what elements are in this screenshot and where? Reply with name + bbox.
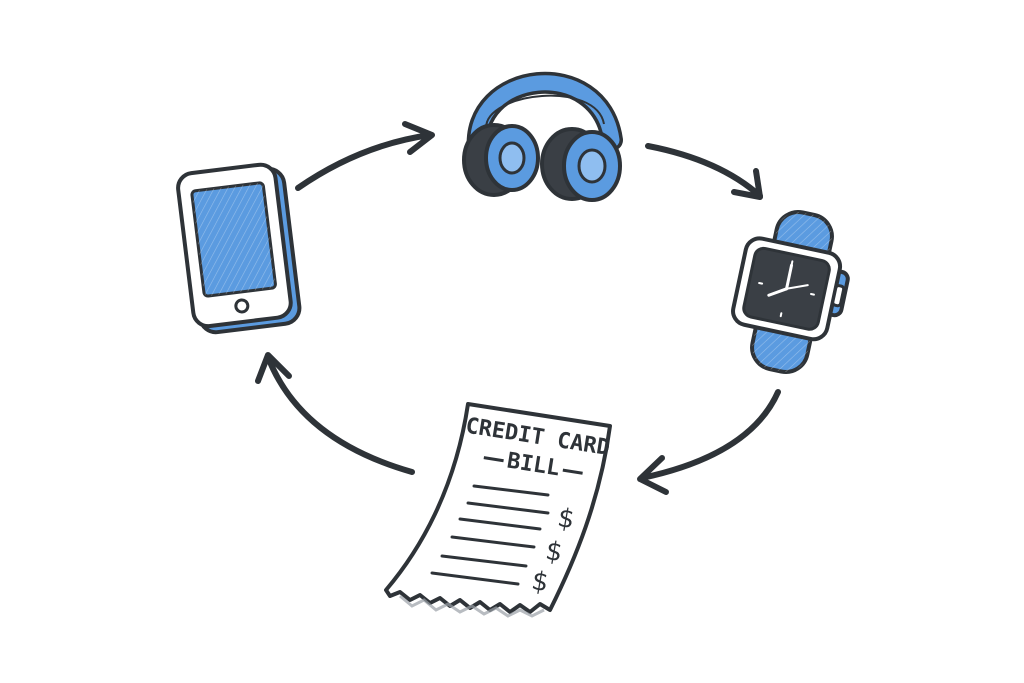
title-dash-right (562, 468, 583, 475)
arrow-bill-to-phone (255, 352, 415, 475)
bill-line-items (430, 484, 550, 586)
bill-amount-1: $ (555, 503, 577, 535)
receipt-icon: CREDIT CARD BILL $ $ $ (384, 402, 612, 618)
arrow-headphones-to-watch (645, 143, 763, 200)
smartwatch-icon (731, 210, 850, 374)
home-button-icon (234, 298, 250, 314)
arrow-phone-to-headphones (295, 121, 435, 191)
headphones-icon (462, 71, 623, 202)
clock-hands-icon (758, 260, 815, 318)
title-dash-left (483, 456, 504, 463)
bill-amount-2: $ (543, 536, 565, 568)
smartphone-icon (176, 162, 302, 335)
bill-amount-3: $ (529, 566, 551, 598)
arrow-watch-to-bill (637, 389, 781, 495)
